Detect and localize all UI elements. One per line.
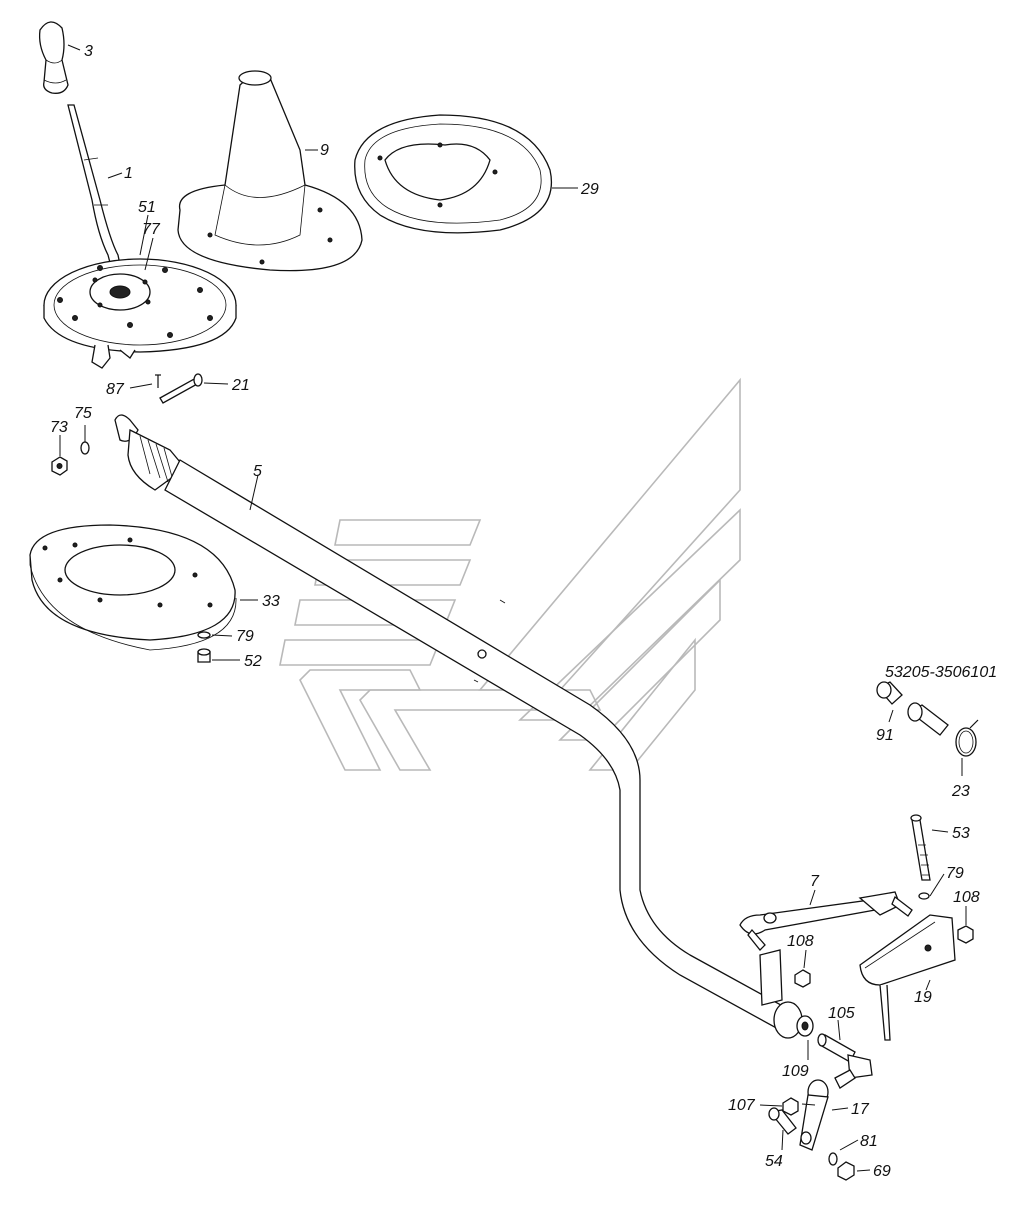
label-52: 52 xyxy=(244,653,262,670)
nut-part-108-right xyxy=(957,925,974,944)
lever-part-1 xyxy=(67,104,125,287)
washer-part-79 xyxy=(918,892,930,900)
label-75: 75 xyxy=(74,405,92,422)
label-53: 53 xyxy=(952,825,970,842)
washer-part-79-top xyxy=(197,631,211,639)
washer-part-81 xyxy=(828,1152,838,1166)
bolt-part-53 xyxy=(910,814,931,881)
bolt-part-54 xyxy=(768,1107,797,1135)
base-plate xyxy=(43,258,237,369)
label-7: 7 xyxy=(810,873,820,890)
nut-part-109 xyxy=(796,1015,814,1037)
washer-part-75 xyxy=(80,441,90,455)
boot-part-9 xyxy=(177,70,363,272)
label-54: 54 xyxy=(765,1153,783,1170)
hose-fitting-assembly xyxy=(907,702,949,736)
label-107: 107 xyxy=(728,1097,756,1114)
shift-rod-part-5 xyxy=(114,414,803,1039)
label-91: 91 xyxy=(876,727,894,744)
label-69: 69 xyxy=(873,1163,891,1180)
fitting-part-91 xyxy=(876,681,903,705)
bolt-part-52 xyxy=(197,648,211,663)
label-105: 105 xyxy=(828,1005,855,1022)
label-79-top: 79 xyxy=(236,628,254,645)
label-1: 1 xyxy=(124,165,133,182)
link-rod-part-7 xyxy=(739,891,913,951)
label-87: 87 xyxy=(106,381,125,398)
nut-part-107 xyxy=(782,1097,799,1116)
clamp-part-23 xyxy=(955,719,979,757)
label-73: 73 xyxy=(50,419,68,436)
part-labels: 3 1 51 77 9 29 87 21 73 75 5 33 79 52 53… xyxy=(50,43,997,1180)
label-19: 19 xyxy=(914,989,932,1006)
label-5: 5 xyxy=(253,463,262,480)
label-9: 9 xyxy=(320,142,329,159)
label-108-right: 108 xyxy=(953,889,980,906)
label-23: 23 xyxy=(951,783,970,800)
nut-part-108-left xyxy=(794,969,811,988)
pin-part-21 xyxy=(159,373,203,404)
gasket-part-29 xyxy=(354,114,552,234)
nut-part-73 xyxy=(51,456,68,476)
lever-arm-part-17 xyxy=(799,1079,829,1151)
label-33: 33 xyxy=(262,593,280,610)
ball-joint-part-105 xyxy=(817,1033,873,1089)
label-3: 3 xyxy=(84,43,93,60)
label-109: 109 xyxy=(782,1063,809,1080)
split-pin-part-87 xyxy=(155,374,161,388)
nut-part-69 xyxy=(837,1161,855,1181)
leader-lines xyxy=(59,44,967,1172)
label-79: 79 xyxy=(946,865,964,882)
label-assembly: 53205-3506101 xyxy=(885,664,997,681)
label-81: 81 xyxy=(860,1133,878,1150)
label-29: 29 xyxy=(580,181,599,198)
label-21: 21 xyxy=(231,377,250,394)
knob-part-3 xyxy=(38,21,69,94)
label-108-left: 108 xyxy=(787,933,814,950)
plate-part-33 xyxy=(29,524,237,651)
label-51: 51 xyxy=(138,199,156,216)
label-17: 17 xyxy=(851,1101,870,1118)
label-77: 77 xyxy=(142,221,161,238)
bracket-part-19 xyxy=(859,914,956,1041)
